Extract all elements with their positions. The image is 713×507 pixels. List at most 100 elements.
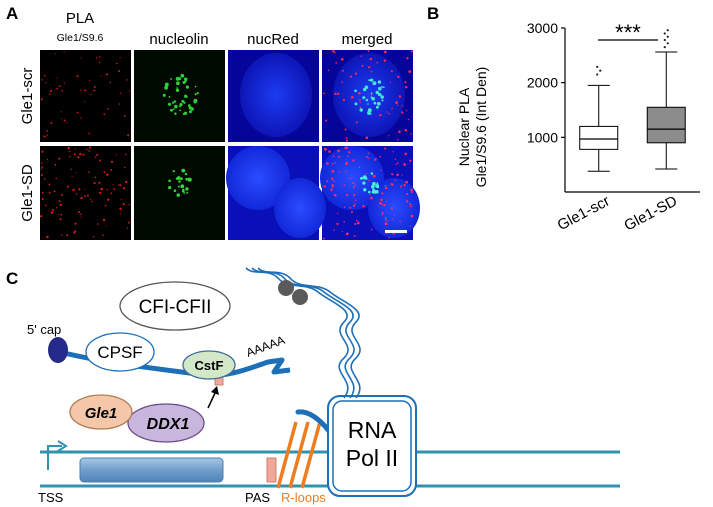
signal-dot [107, 108, 109, 110]
signal-dot [394, 179, 397, 182]
signal-dot [185, 187, 189, 191]
signal-dot [105, 225, 107, 227]
wavy-rna-strand-3 [245, 267, 349, 399]
signal-dot [60, 111, 62, 113]
signal-dot [84, 154, 86, 156]
signal-dot [84, 195, 87, 197]
signal-dot [119, 57, 121, 59]
signal-dot [376, 182, 379, 185]
signal-dot [326, 162, 329, 165]
signal-dot [371, 190, 376, 194]
signal-dot [40, 162, 43, 164]
signal-dot [185, 85, 189, 89]
signal-dot [104, 204, 107, 207]
nucleus-nucred-sd-left [226, 146, 290, 210]
signal-dot [56, 87, 59, 90]
micrograph-nucleolin-scr [134, 50, 225, 142]
signal-dot [129, 90, 131, 92]
signal-dot [186, 191, 189, 194]
outlier-point [666, 29, 669, 32]
signal-dot [362, 181, 366, 185]
signal-dot [127, 221, 130, 224]
col-header-nucred: nucRed [247, 31, 299, 48]
signal-dot [106, 189, 108, 191]
signal-dot [178, 180, 181, 183]
outlier-point [666, 42, 669, 45]
signal-dot [349, 75, 352, 78]
signal-dot [52, 209, 54, 212]
signal-dot [405, 180, 408, 184]
signal-dot [89, 79, 91, 81]
signal-dot [58, 200, 61, 203]
signal-dot [345, 137, 348, 140]
signal-dot [180, 184, 185, 189]
row-label-gle1-sd: Gle1-SD [19, 164, 36, 222]
signal-dot [377, 86, 382, 91]
signal-dot [331, 186, 334, 189]
signal-dot [61, 90, 63, 92]
signal-dot [372, 81, 377, 86]
signal-dot [175, 88, 180, 92]
outlier-point [599, 69, 602, 72]
signal-dot [75, 172, 77, 174]
signal-dot [384, 222, 387, 224]
rna-pol-ii-box [327, 395, 417, 497]
signal-dot [384, 184, 387, 187]
signal-dot [179, 105, 181, 108]
signal-dot [87, 194, 89, 197]
signal-dot [58, 85, 61, 88]
signal-dot [184, 94, 188, 98]
outlier-point [663, 46, 666, 49]
signal-dot [168, 179, 171, 183]
signal-dot [395, 163, 397, 165]
signal-dot [408, 70, 412, 73]
signal-dot [385, 186, 388, 190]
signal-dot [370, 228, 373, 231]
signal-dot [80, 89, 82, 92]
signal-dot [334, 92, 337, 96]
signal-dot [183, 77, 188, 82]
y-tick-label: 2000 [527, 75, 558, 91]
signal-dot [371, 184, 375, 189]
signal-dot [354, 203, 356, 205]
ddx1-protein [127, 403, 205, 443]
signal-dot [367, 66, 371, 69]
signal-dot [164, 85, 168, 90]
signal-dot [354, 102, 358, 106]
x-tick-label: Gle1-scr [555, 193, 613, 235]
signal-dot [94, 156, 97, 158]
signal-dot [176, 176, 181, 180]
signal-dot [88, 150, 91, 152]
signal-dot [348, 151, 351, 154]
signal-dot [380, 95, 384, 99]
rna-pol-ii-label-2: Pol II [346, 445, 398, 471]
signal-dot [53, 190, 55, 193]
signal-dot [368, 179, 370, 182]
micrograph-grid [40, 50, 420, 240]
signal-dot [172, 170, 175, 173]
signal-dot [406, 200, 409, 203]
signal-dot [337, 212, 339, 214]
signal-dot [56, 207, 58, 209]
signal-dot [49, 89, 53, 92]
signal-dot [173, 189, 177, 192]
signal-dot [343, 206, 346, 208]
signal-dot [397, 138, 399, 141]
signal-dot [102, 234, 104, 236]
signal-dot [388, 237, 390, 239]
signal-dot [338, 171, 341, 174]
signal-dot [399, 221, 401, 223]
micrograph-nucleolin-sd [134, 146, 225, 240]
signal-dot [88, 146, 92, 149]
signal-dot [365, 172, 368, 175]
five-cap-label: 5' cap [27, 322, 61, 337]
outlier-point [663, 32, 666, 35]
signal-dot [331, 163, 334, 165]
pas-label: PAS [245, 490, 270, 505]
signal-dot [175, 76, 180, 81]
fluorescence-dots [40, 50, 414, 240]
signal-dot [381, 86, 383, 88]
signal-dot [66, 185, 69, 188]
signal-dot [377, 80, 382, 84]
